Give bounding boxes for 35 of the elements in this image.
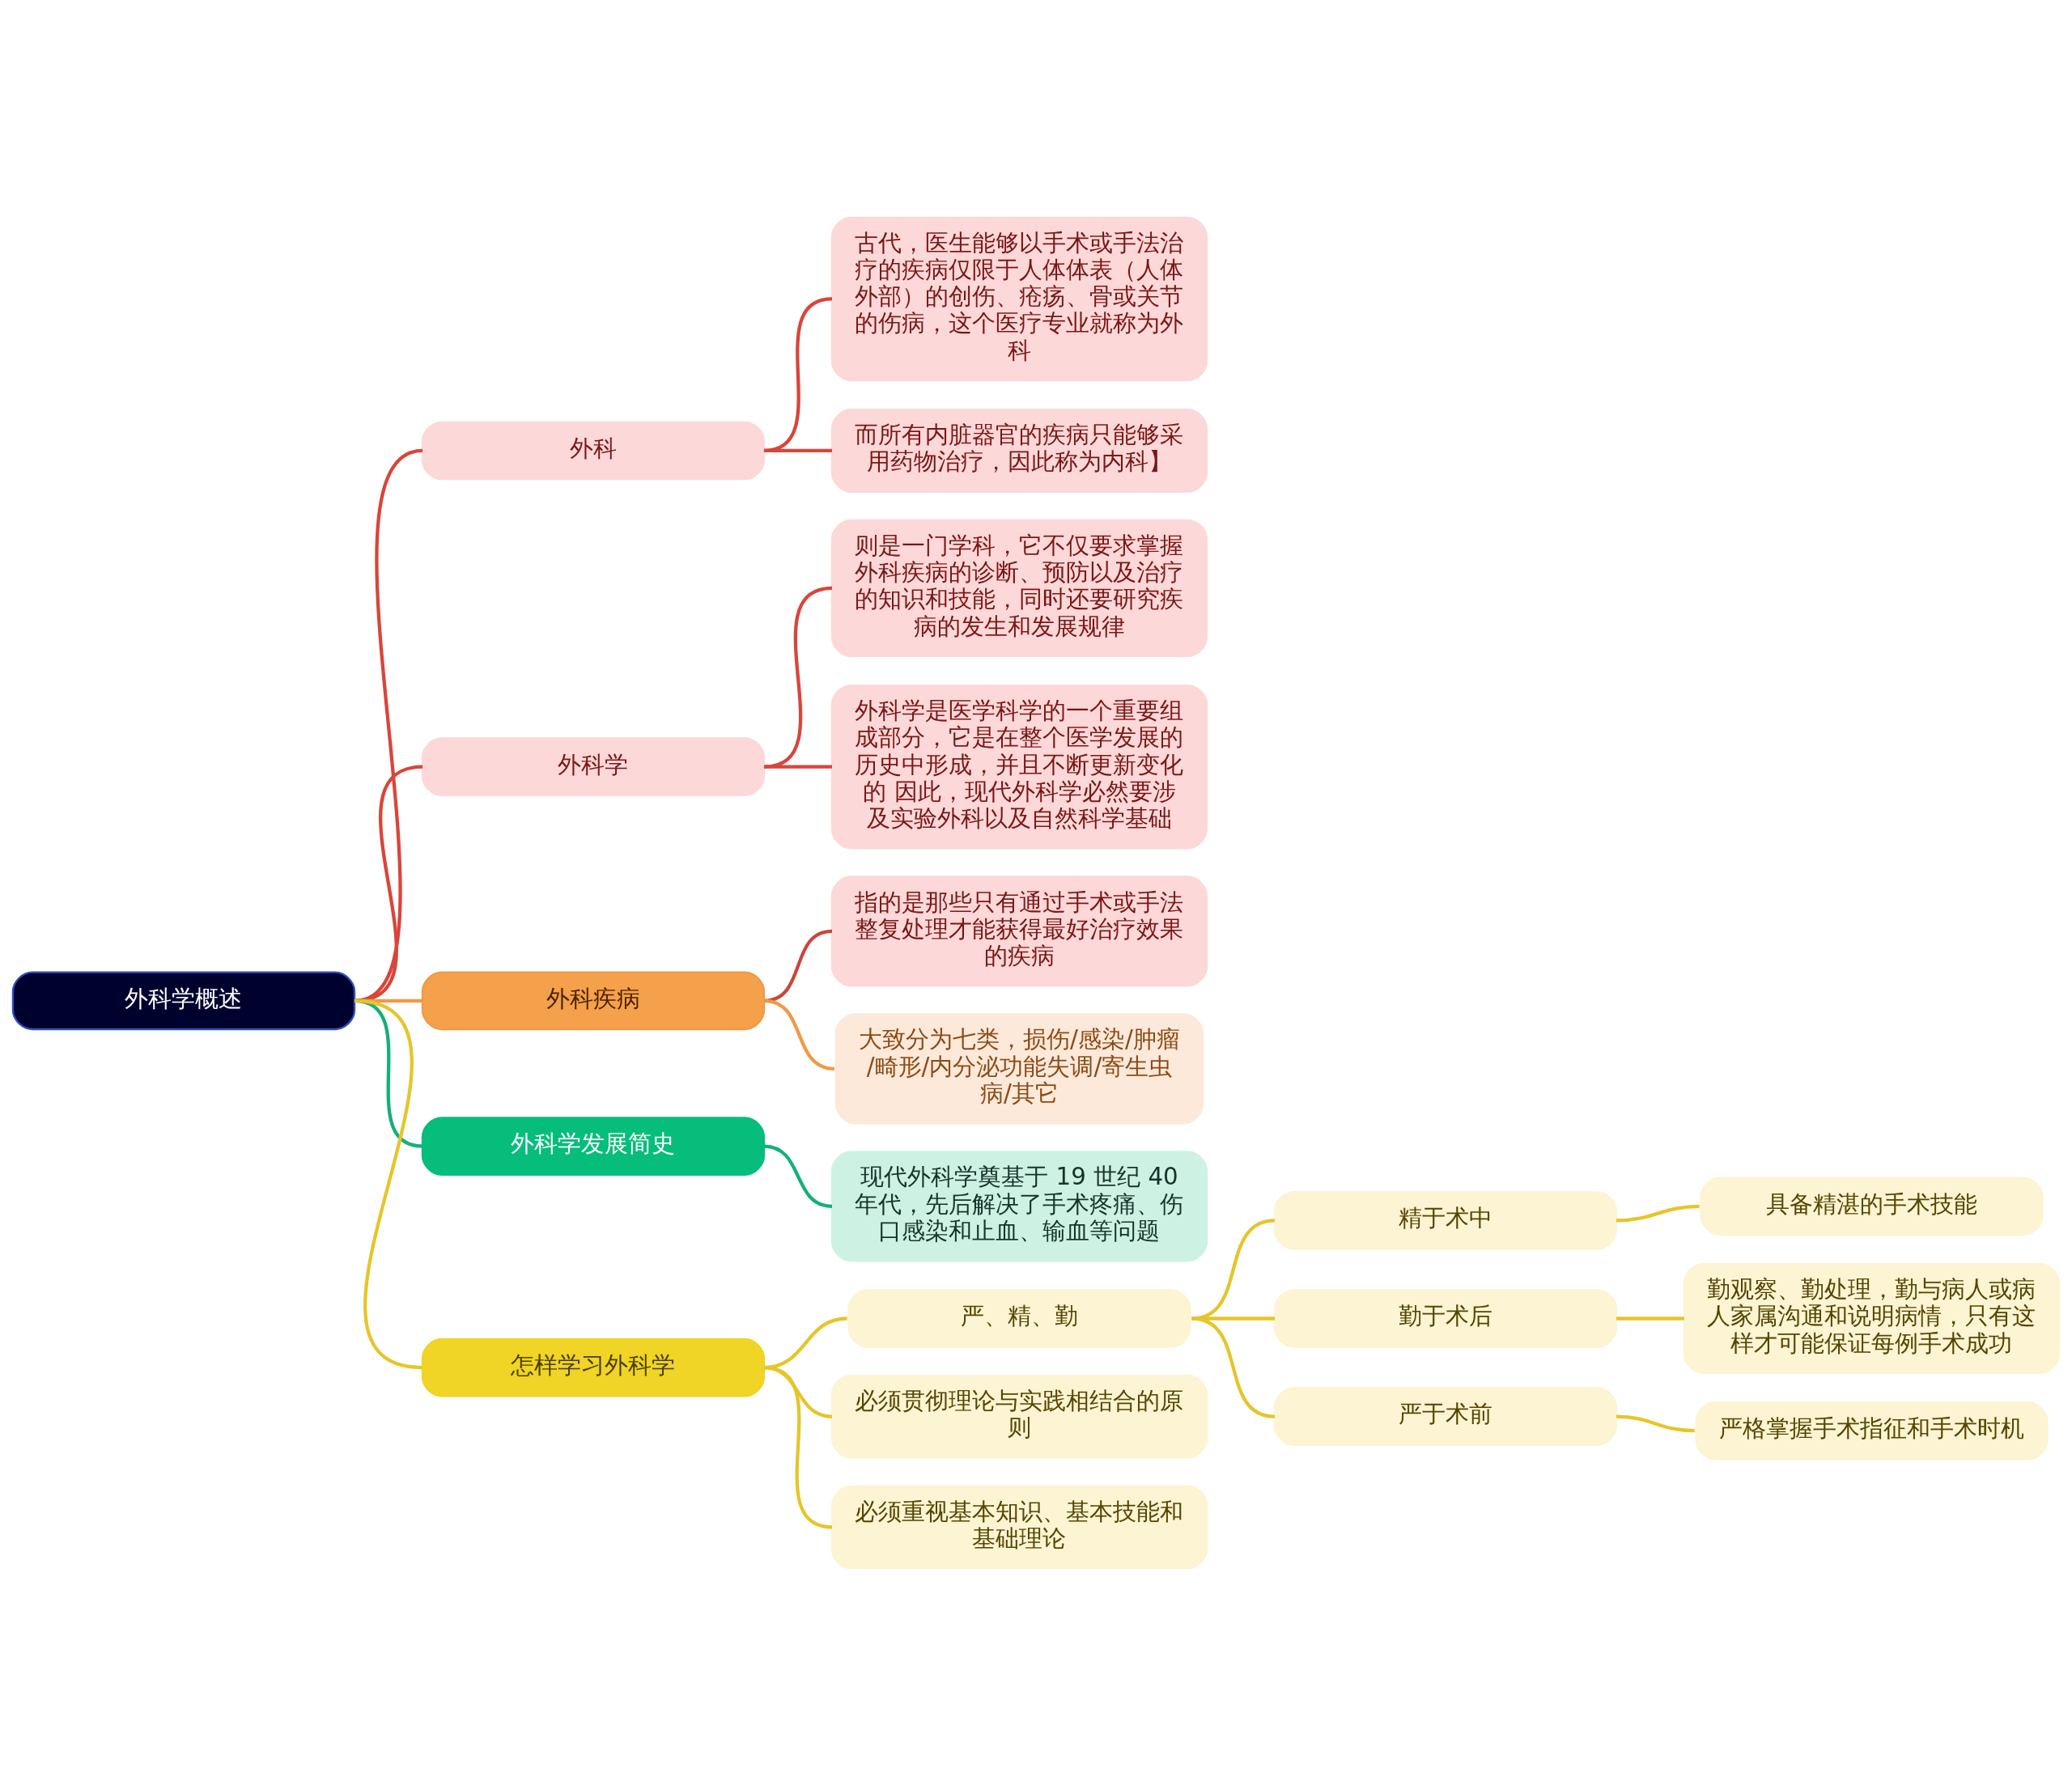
node-box: 外科学是医学科学的一个重要组成部分，它是在整个医学发展的历史中形成，并且不断更新变化的 因此，现代外科学必然要涉及实验外科以及自然科学基础 (830, 684, 1208, 849)
node-box: 必须重视基本知识、基本技能和基础理论 (830, 1484, 1208, 1569)
connector (1616, 1316, 1684, 1321)
node-box: 严于术前 (1273, 1386, 1618, 1446)
node-box: 外科学 (421, 736, 766, 796)
connector (763, 1365, 833, 1528)
node-box: 外科学发展简史 (421, 1116, 766, 1176)
node-box: 精于术中 (1273, 1190, 1618, 1250)
node-box: 勤于术后 (1273, 1288, 1618, 1348)
connector (763, 998, 835, 1071)
node-box: 严格掌握手术指征和手术时机 (1695, 1401, 2049, 1461)
connector (1616, 1204, 1700, 1223)
connector (763, 296, 833, 452)
connector (763, 586, 833, 769)
node-box: 具备精湛的手术技能 (1700, 1176, 2044, 1236)
connector (1191, 1316, 1275, 1321)
connector (763, 1143, 833, 1208)
node-box: 大致分为七类，损伤/感染/肿瘤/畸形/内分泌功能失调/寄生虫病/其它 (834, 1012, 1204, 1124)
connector (764, 765, 832, 769)
node-box: 外科疾病 (421, 971, 766, 1030)
node-box: 外科 (421, 421, 766, 480)
node-box: 严、精、勤 (847, 1288, 1191, 1348)
node-box: 而所有内脏器官的疾病只能够采用药物治疗，因此称为内科】 (830, 408, 1208, 493)
node-box: 勤观察、勤处理，勤与病人或病人家属沟通和说明病情，只有这样才可能保证每例手术成功 (1683, 1262, 2061, 1374)
connector (1191, 1316, 1276, 1418)
node-box: 怎样学习外科学 (421, 1338, 766, 1397)
connector (764, 448, 832, 452)
node-box: 现代外科学奠基于 19 世纪 40 年代，先后解决了手术疼痛、伤口感染和止血、输血等问题 (830, 1150, 1208, 1261)
node-box: 必须贯彻理论与实践相结合的原则 (830, 1374, 1208, 1459)
connector (1616, 1414, 1695, 1432)
connector (1191, 1218, 1276, 1321)
node-box: 则是一门学科，它不仅要求掌握外科疾病的诊断、预防以及治疗的知识和技能，同时还要研究疾病的发生和发展规律 (830, 519, 1208, 657)
node-box: 古代，医生能够以手术或手法治疗的疾病仅限于人体体表（人体外部）的创伤、疮疡、骨或关节的伤病，这个医疗专业就称为外科 (830, 216, 1208, 381)
node-box: 指的是那些只有通过手术或手法整复处理才能获得最好治疗效果的疾病 (830, 875, 1208, 986)
node-box: 外科学概述 (11, 971, 356, 1030)
